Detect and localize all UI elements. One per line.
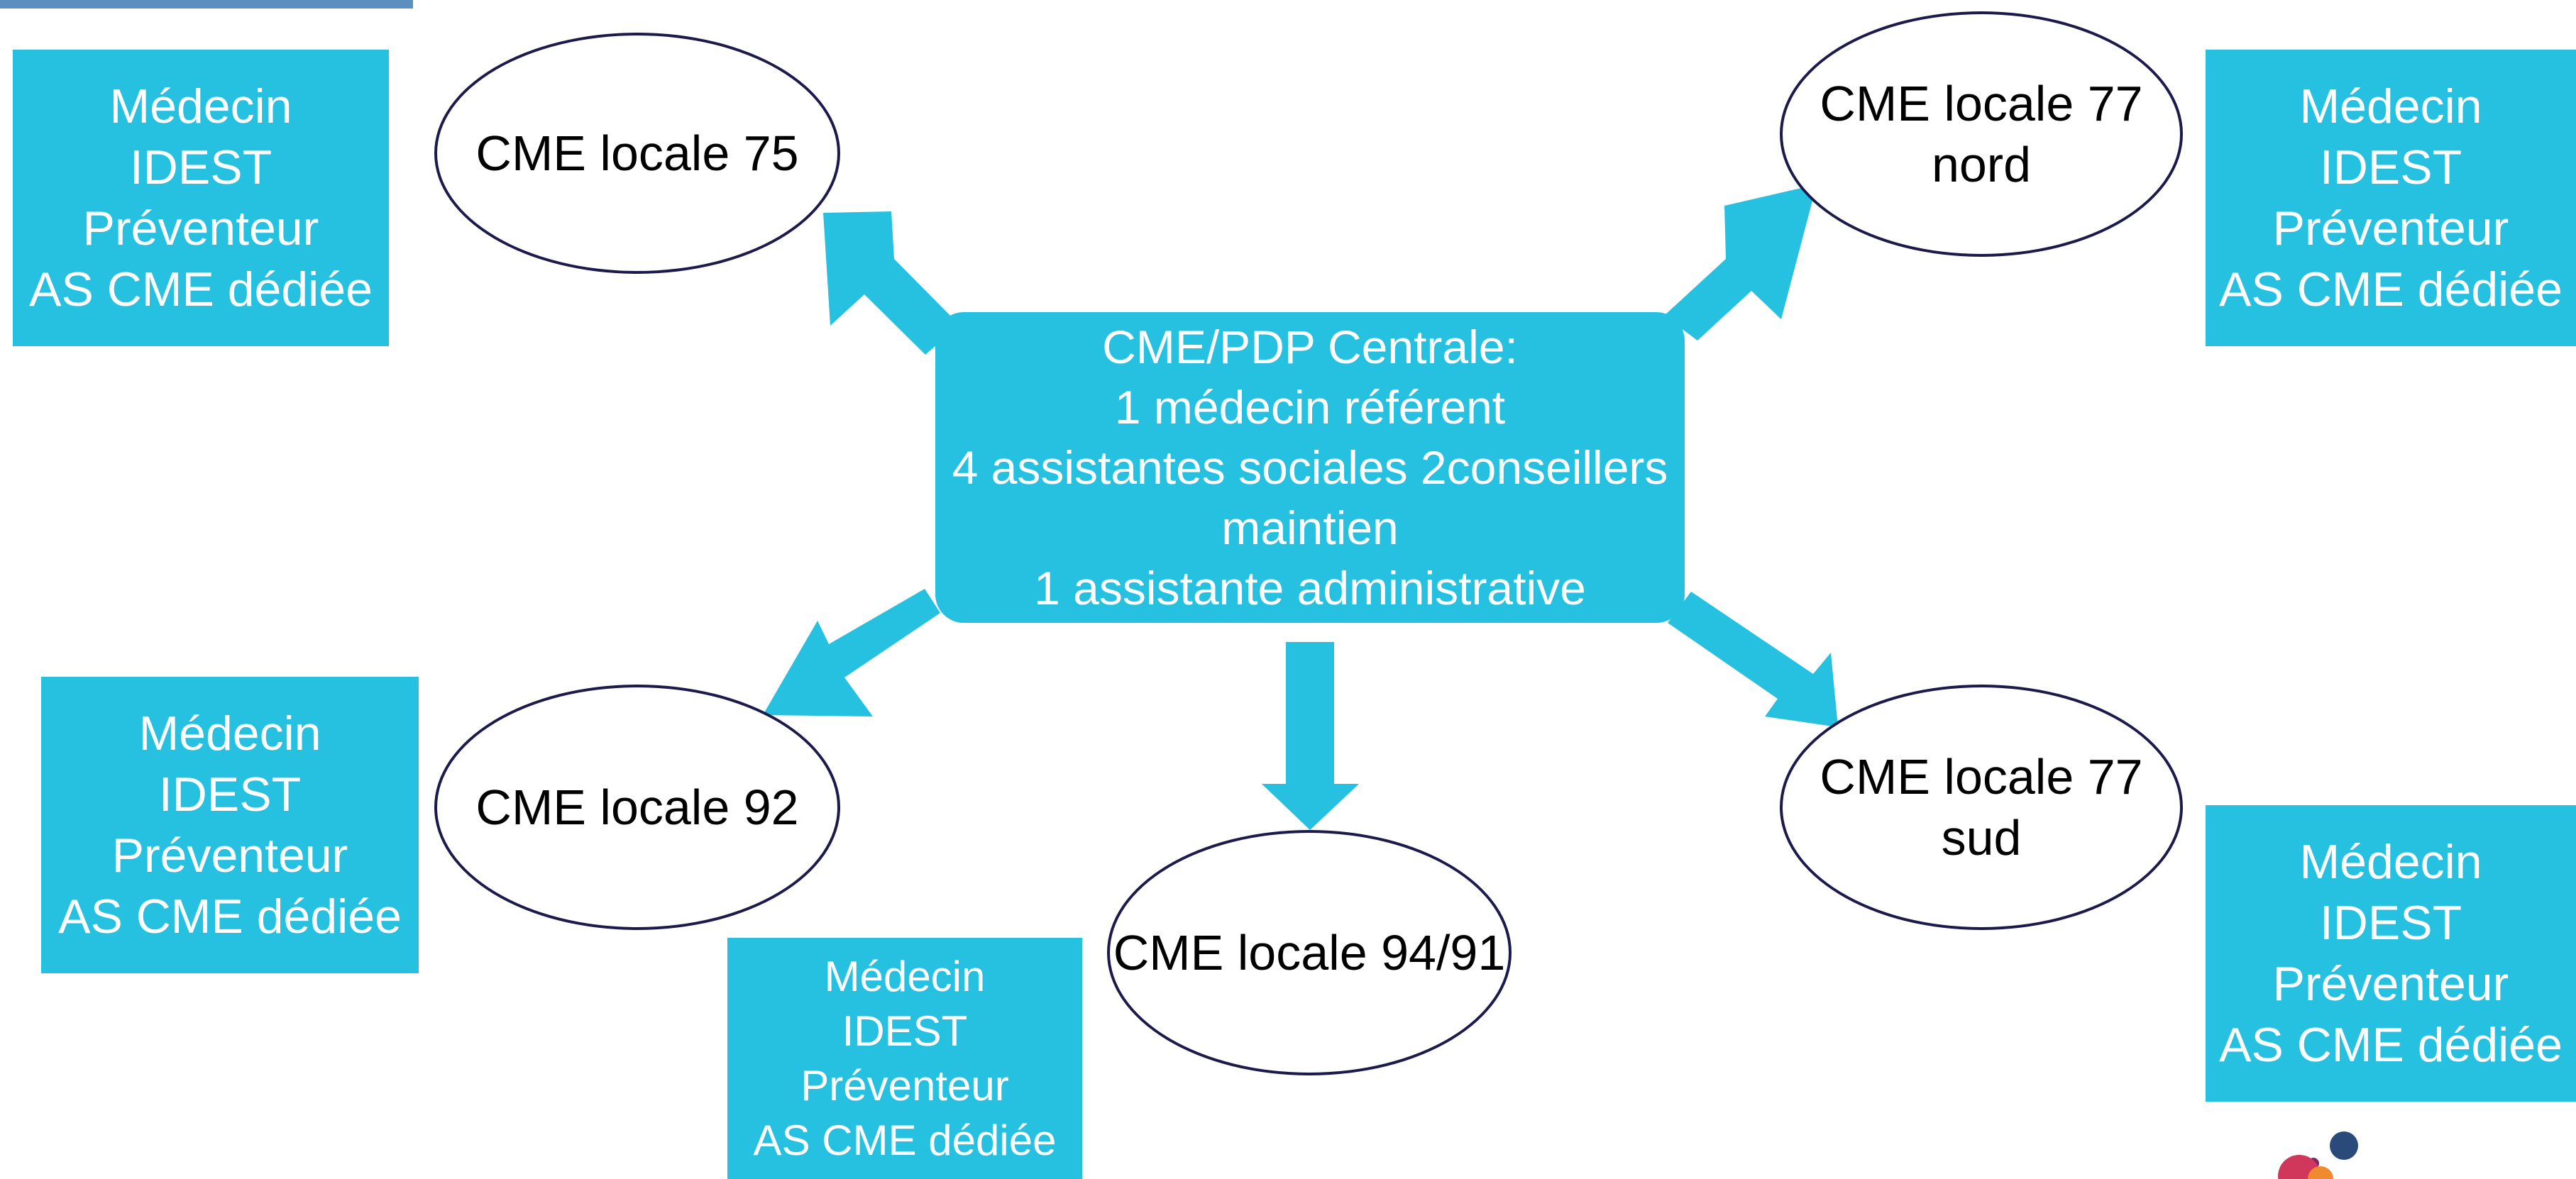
local-node-77-sud: CME locale 77 sud xyxy=(1780,685,2183,930)
local-77-sud-line-1: CME locale 77 xyxy=(1820,749,2143,804)
role-nurse: IDEST xyxy=(158,768,302,821)
arrow-to-cme-77-nord xyxy=(1664,184,1817,341)
staff-box-94-91: Médecin IDEST Préventeur AS CME dédiée xyxy=(727,938,1082,1179)
role-preventer: Préventeur xyxy=(800,1062,1009,1109)
central-line-1: CME/PDP Centrale: xyxy=(1102,320,1518,373)
top-accent-bar xyxy=(0,0,413,9)
local-node-94-91: CME locale 94/91 xyxy=(1107,830,1512,1075)
central-line-3: 4 assistantes sociales 2conseillers xyxy=(952,441,1668,494)
local-77-nord-line-2: nord xyxy=(1931,137,2032,192)
central-line-5: 1 assistante administrative xyxy=(1034,561,1586,614)
local-94-91-label: CME locale 94/91 xyxy=(1113,925,1506,980)
local-node-75: CME locale 75 xyxy=(434,33,840,274)
central-line-4: maintien xyxy=(1221,501,1399,554)
role-doctor: Médecin xyxy=(138,707,321,760)
arrow-to-cme-94-91 xyxy=(1262,642,1359,830)
local-77-nord-line-1: CME locale 77 xyxy=(1820,76,2143,131)
local-77-sud-line-2: sud xyxy=(1941,810,2022,865)
arrow-to-cme-92 xyxy=(763,589,940,716)
role-social-worker: AS CME dédiée xyxy=(29,262,373,316)
role-doctor: Médecin xyxy=(824,953,986,1000)
role-nurse: IDEST xyxy=(842,1007,968,1055)
role-nurse: IDEST xyxy=(129,140,273,194)
role-preventer: Préventeur xyxy=(82,201,319,255)
role-preventer: Préventeur xyxy=(2272,957,2509,1011)
role-doctor: Médecin xyxy=(2299,835,2482,889)
staff-box-77-sud: Médecin IDEST Préventeur AS CME dédiée xyxy=(2206,805,2576,1102)
role-nurse: IDEST xyxy=(2319,140,2462,194)
local-node-77-nord: CME locale 77 nord xyxy=(1780,11,2183,257)
arrow-to-cme-77-sud xyxy=(1668,592,1838,727)
local-75-label: CME locale 75 xyxy=(475,126,799,181)
staff-box-75: Médecin IDEST Préventeur AS CME dédiée xyxy=(13,50,389,346)
role-social-worker: AS CME dédiée xyxy=(58,890,402,943)
corner-logo-icon xyxy=(2278,1131,2358,1179)
local-92-label: CME locale 92 xyxy=(475,780,799,835)
role-social-worker: AS CME dédiée xyxy=(753,1117,1057,1164)
role-social-worker: AS CME dédiée xyxy=(2219,262,2563,316)
staff-box-92: Médecin IDEST Préventeur AS CME dédiée xyxy=(41,677,419,973)
role-preventer: Préventeur xyxy=(2272,201,2509,255)
role-preventer: Préventeur xyxy=(111,829,348,882)
role-doctor: Médecin xyxy=(109,79,292,133)
role-doctor: Médecin xyxy=(2299,79,2482,133)
role-nurse: IDEST xyxy=(2319,896,2462,950)
central-node: CME/PDP Centrale: 1 médecin référent 4 a… xyxy=(935,312,1685,623)
role-social-worker: AS CME dédiée xyxy=(2219,1018,2563,1072)
local-node-92: CME locale 92 xyxy=(434,685,840,930)
central-line-2: 1 médecin référent xyxy=(1114,380,1506,433)
arrow-to-cme-75 xyxy=(823,211,959,355)
staff-box-77-nord: Médecin IDEST Préventeur AS CME dédiée xyxy=(2206,50,2576,346)
